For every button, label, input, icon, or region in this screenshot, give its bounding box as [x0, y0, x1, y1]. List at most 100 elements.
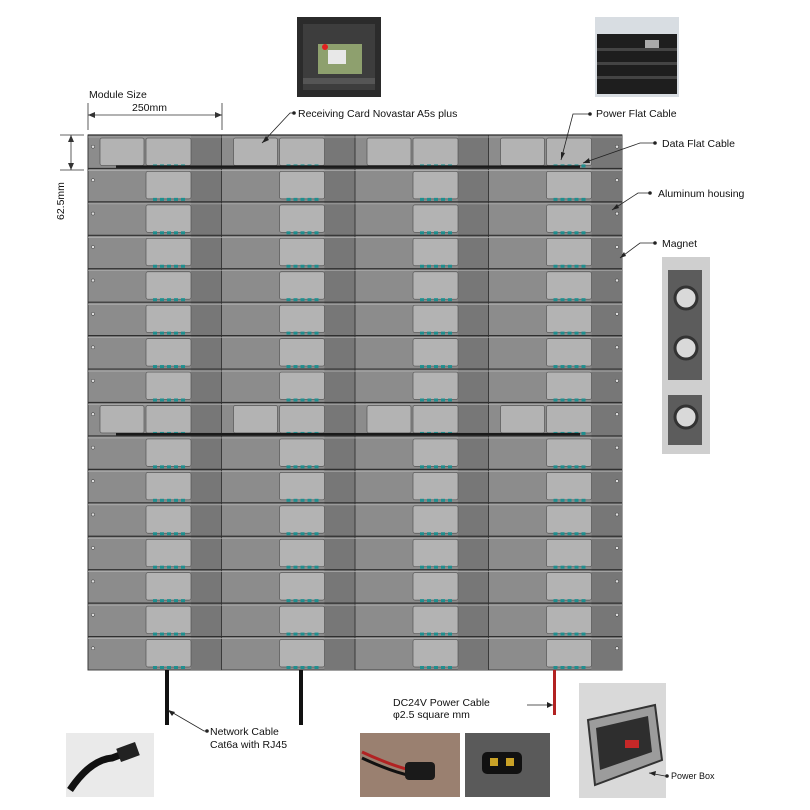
module-power-box	[145, 505, 192, 534]
flat-cable-connector	[181, 532, 185, 536]
flat-cable-connector	[448, 632, 452, 636]
magnet-photo	[662, 257, 710, 454]
flat-cable-connector	[574, 565, 579, 569]
module-power-box	[546, 639, 592, 668]
housing-screw	[615, 479, 619, 483]
flat-cable-connector	[293, 465, 298, 469]
width-dimension	[87, 103, 223, 130]
module-power-box	[546, 538, 592, 568]
flat-cable-connector	[567, 365, 572, 369]
module-width-label: 250mm	[132, 102, 167, 114]
flat-cable-connector	[420, 331, 424, 335]
module-power-box	[412, 338, 459, 367]
network-cable-photo	[66, 733, 154, 797]
flat-cable-connector	[427, 398, 431, 402]
flat-cable-connector	[160, 331, 164, 335]
flat-cable-connector	[314, 465, 319, 469]
flat-cable-connector	[307, 231, 312, 235]
module-power-box	[412, 538, 459, 568]
module-power-box	[279, 639, 325, 668]
flat-cable-connector	[174, 465, 178, 469]
flat-cable-connector	[427, 465, 431, 469]
network-cable-label: Network Cable	[210, 726, 279, 738]
module-power-box	[279, 271, 325, 300]
housing-screw	[91, 612, 95, 617]
flat-cable-connector	[300, 599, 305, 603]
flat-cable-connector	[427, 264, 431, 268]
module-power-box	[546, 237, 592, 267]
flat-cable-connector	[560, 264, 565, 268]
flat-cable-connector	[293, 331, 298, 335]
flat-cable-connector	[434, 565, 438, 569]
flat-cable-connector	[300, 264, 305, 268]
dc-power-cable-spec-label: φ2.5 square mm	[393, 709, 470, 721]
receiving-card-box	[500, 137, 545, 166]
flat-cable-connector	[567, 398, 572, 402]
flat-cable-connector	[300, 331, 305, 335]
flat-cable-connector	[174, 666, 178, 669]
flat-cable-connector	[160, 398, 164, 402]
flat-cable-connector	[420, 532, 424, 536]
flat-cable-connector	[441, 632, 445, 636]
flat-cable-connector	[567, 666, 572, 669]
module-power-box	[279, 371, 325, 400]
flat-cable-connector	[574, 398, 579, 402]
network-cable-left	[165, 670, 169, 725]
flat-cable-connector	[160, 197, 164, 201]
flat-cable-connector	[181, 565, 185, 569]
housing-screw	[615, 178, 619, 182]
flat-cable-connector	[181, 197, 185, 201]
flat-cable-connector	[174, 264, 178, 268]
module-power-box	[145, 237, 192, 267]
flat-cable-connector	[300, 365, 305, 369]
flat-cable-connector	[153, 231, 157, 235]
module-power-box	[546, 371, 592, 400]
module-power-box	[412, 304, 459, 333]
flat-cable-connector	[441, 231, 445, 235]
flat-cable-connector	[553, 365, 558, 369]
flat-cable-connector	[153, 632, 157, 636]
flat-cable-connector	[314, 398, 319, 402]
flat-cable-connector	[300, 465, 305, 469]
flat-cable-connector	[567, 465, 572, 469]
module-size-label: Module Size	[89, 89, 147, 101]
flat-cable-connector	[420, 231, 424, 235]
flat-cable-connector	[441, 264, 445, 268]
flat-cable-connector	[448, 264, 452, 268]
module-power-box	[412, 605, 459, 634]
module-power-box	[145, 137, 192, 166]
receiving-card-box	[500, 405, 545, 434]
flat-cable-connector	[581, 666, 586, 669]
flat-cable-connector	[434, 331, 438, 335]
module-power-box	[279, 505, 325, 534]
flat-cable-connector	[427, 197, 431, 201]
flat-cable-connector	[160, 465, 164, 469]
flat-cable-connector	[300, 666, 305, 669]
module-power-box	[412, 505, 459, 534]
flat-cable-connector	[448, 599, 452, 603]
housing-screw	[91, 479, 95, 483]
flat-cable-connector	[427, 599, 431, 603]
module-power-box	[279, 405, 325, 434]
flat-cable-connector	[174, 197, 178, 201]
module-power-box	[279, 137, 325, 166]
data-flat-cable	[116, 165, 580, 168]
flat-cable-connector	[286, 398, 291, 402]
flat-cable-connector	[441, 498, 445, 502]
housing-screw	[615, 211, 619, 216]
flat-cable-connector	[293, 599, 298, 603]
flat-cable-connector	[314, 231, 319, 235]
module-power-box	[412, 371, 459, 400]
cabinet-back-photo	[595, 17, 679, 97]
flat-cable-connector	[448, 298, 452, 302]
flat-cable-connector	[434, 197, 438, 201]
flat-cable-connector	[560, 398, 565, 402]
flat-cable-connector	[448, 565, 452, 569]
flat-cable-connector	[567, 197, 572, 201]
flat-cable-connector	[307, 565, 312, 569]
housing-screw	[615, 612, 619, 617]
flat-cable-connector	[314, 666, 319, 669]
module-power-box	[546, 204, 592, 233]
flat-cable-connector	[167, 599, 171, 603]
flat-cable-connector	[286, 365, 291, 369]
